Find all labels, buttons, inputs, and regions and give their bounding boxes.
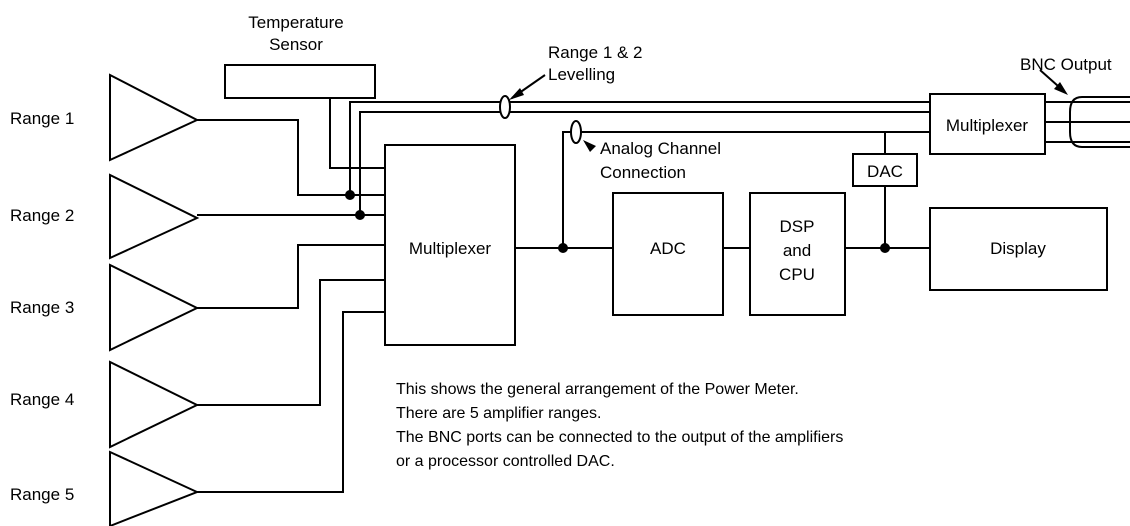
junction-range-2: [355, 210, 365, 220]
range-5-label: Range 5: [10, 485, 74, 504]
adc-label: ADC: [650, 239, 686, 258]
range-1-amplifier: [109, 73, 200, 162]
range-3-label: Range 3: [10, 298, 74, 317]
main-multiplexer-box: [384, 144, 516, 346]
levelling-label-1: Range 1 & 2: [548, 43, 643, 62]
levelling-bundle-marker: [499, 95, 511, 119]
temperature-sensor-label-1: Temperature: [248, 13, 343, 32]
levelling-line-range-2: [359, 111, 930, 215]
description-line-4: or a processor controlled DAC.: [396, 453, 615, 470]
dsp-label-3: CPU: [779, 265, 815, 284]
junction-range-1: [345, 190, 355, 200]
bnc-connector: [1069, 96, 1130, 148]
output-multiplexer-box: [929, 93, 1046, 155]
display-label: Display: [990, 239, 1046, 258]
range-4-label: Range 4: [10, 390, 74, 409]
analog-channel-marker: [570, 120, 582, 144]
description-line-1: This shows the general arrangement of th…: [396, 381, 799, 398]
range-4-amplifier: [109, 360, 200, 449]
dsp-label-1: DSP: [780, 217, 815, 236]
dac-box: [852, 153, 918, 187]
description-line-2: There are 5 amplifier ranges.: [396, 405, 601, 422]
range-5-wire: [197, 311, 385, 493]
temperature-sensor-box: [224, 64, 376, 99]
analog-channel-arrowhead: [583, 140, 596, 152]
dsp-label-2: and: [783, 241, 811, 260]
range-2-amplifier: [109, 173, 200, 260]
bnc-pointer: [1039, 69, 1059, 87]
range-3-wire: [197, 244, 385, 309]
range-1-label: Range 1: [10, 109, 74, 128]
temperature-sensor-label-2: Sensor: [269, 35, 323, 54]
range-5-amplifier: [109, 450, 200, 526]
analog-channel-label-1: Analog Channel: [600, 139, 721, 158]
levelling-label-2: Levelling: [548, 65, 615, 84]
dac-label: DAC: [867, 162, 903, 181]
range-2-label: Range 2: [10, 206, 74, 225]
analog-channel-line: [562, 131, 930, 248]
main-multiplexer-label: Multiplexer: [409, 239, 492, 258]
range-1-wire: [197, 119, 385, 196]
bnc-arrowhead: [1054, 82, 1068, 95]
range-4-wire: [197, 279, 385, 406]
display-box: [929, 207, 1108, 291]
levelling-arrowhead: [509, 88, 524, 100]
analog-channel-label-2: Connection: [600, 163, 686, 182]
range-3-amplifier: [109, 263, 200, 352]
description-line-3: The BNC ports can be connected to the ou…: [396, 429, 843, 446]
dsp-cpu-box: [749, 192, 846, 316]
levelling-line-range-1: [349, 101, 930, 195]
adc-box: [612, 192, 724, 316]
temperature-sensor-wire: [329, 98, 385, 169]
bnc-output-label: BNC Output: [1020, 55, 1112, 74]
output-multiplexer-label: Multiplexer: [946, 116, 1029, 135]
